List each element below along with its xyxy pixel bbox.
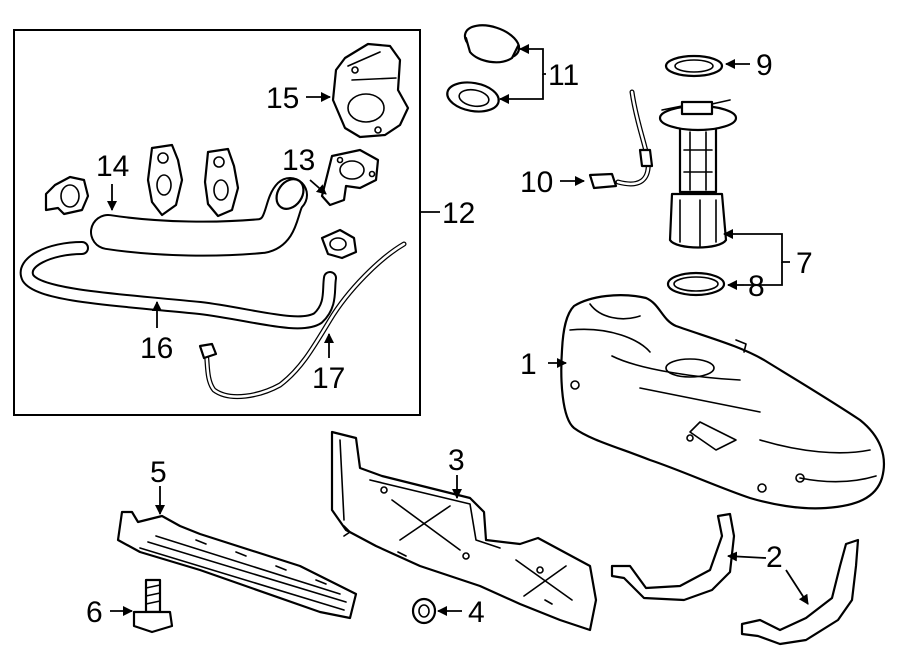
- callout-7: 7: [796, 247, 813, 280]
- callout-15: 15: [266, 82, 299, 115]
- callout-5: 5: [150, 456, 167, 489]
- callout-4: 4: [468, 596, 485, 629]
- mount-bracket-a: [146, 143, 184, 217]
- filler-group-box: [13, 29, 421, 416]
- hose-clamp-left: [44, 175, 90, 216]
- callout-11: 11: [548, 59, 579, 92]
- callout-8: 8: [748, 270, 765, 303]
- callout-13: 13: [282, 144, 315, 177]
- part-5-skid-plate: [116, 510, 358, 620]
- part-6-bolt: [132, 578, 174, 634]
- part-2-tank-straps: [610, 512, 860, 646]
- part-11-fuel-cap: [446, 24, 521, 113]
- callout-6: 6: [86, 596, 103, 629]
- callout-12: 12: [442, 197, 475, 230]
- callout-numbers: 1 2 3 4 5 6 7 8 9 10 11 12 13 14 15 16 1…: [86, 49, 813, 629]
- callout-2: 2: [766, 541, 783, 574]
- callout-14: 14: [96, 150, 129, 183]
- part-3-heat-shield: [330, 430, 598, 632]
- hose-clamp-small: [320, 228, 358, 260]
- part-8-o-ring: [666, 271, 726, 297]
- filler-neck-group: [13, 29, 421, 416]
- part-4-grommet: [411, 597, 437, 625]
- part-10-fuel-sender: [588, 89, 654, 190]
- callout-17: 17: [312, 362, 345, 395]
- callout-1: 1: [520, 348, 537, 381]
- callout-3: 3: [448, 444, 465, 477]
- callout-16: 16: [140, 332, 173, 365]
- part-17-ground-wire: [198, 241, 407, 399]
- part-1-fuel-tank: [560, 294, 886, 510]
- part-7-fuel-pump-module: [658, 99, 738, 249]
- part-13-filler-inlet: [320, 148, 380, 207]
- part-14-filler-hose: [90, 177, 308, 257]
- callout-9: 9: [756, 49, 773, 82]
- callout-10: 10: [520, 166, 553, 199]
- mount-bracket-b: [203, 147, 240, 218]
- part-9-lock-ring: [664, 54, 724, 78]
- leader-lines: [107, 44, 809, 616]
- part-15-filler-housing: [331, 42, 410, 139]
- part-16-vent-hose: [19, 241, 337, 330]
